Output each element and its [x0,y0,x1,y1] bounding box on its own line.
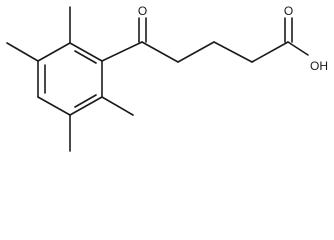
aryl-carbonyl-bond [101,41,143,62]
ring-bond [37,96,71,116]
ring-double-bond [74,94,97,108]
chain-bond [251,41,289,63]
carboxylic-acid-group: O OH [284,4,328,73]
acid-hydroxyl-bond [287,41,309,56]
chain-bond [141,41,179,63]
structure-canvas: O O OH [6,4,328,152]
ring-bond [69,42,103,62]
acid-hydroxyl-label: OH [310,59,328,73]
methyl-groups [6,6,134,152]
alkyl-chain [141,41,289,63]
methyl-bond [6,42,39,62]
ring-bond [37,42,71,62]
methyl-bond [101,96,134,116]
acid-carbonyl-oxygen-label: O [284,4,293,18]
benzene-ring [37,42,103,116]
ketone-oxygen-label: O [138,4,147,18]
ring-bond [69,96,103,116]
chain-bond [177,41,215,63]
ring-double-bond [74,50,97,64]
chemical-structure: O O OH [6,4,328,152]
ketone-group: O [101,4,147,62]
chain-bond [213,41,253,63]
